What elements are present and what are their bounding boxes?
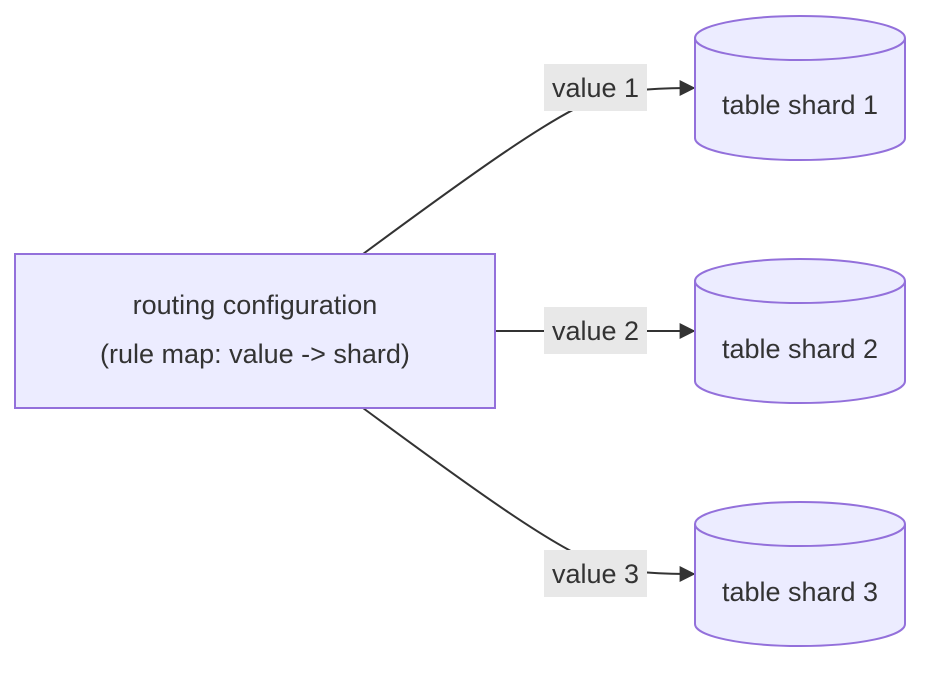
- shard-1-cylinder-body: [694, 15, 906, 161]
- table-shard-1-node: table shard 1: [694, 15, 906, 161]
- shard-3-label: table shard 3: [722, 577, 878, 607]
- edge-to-shard-3: [362, 407, 696, 582]
- shard-3-cylinder-rim: [694, 523, 906, 547]
- table-shard-2-node: table shard 2: [694, 258, 906, 404]
- router-line-1: routing configuration: [133, 290, 378, 320]
- edge-label-3: value 3: [544, 550, 647, 597]
- edge-label-2: value 2: [544, 307, 647, 354]
- table-shard-3-node: table shard 3: [694, 501, 906, 647]
- shard-1-label: table shard 1: [722, 90, 878, 120]
- edge-label-3-text: value 3: [552, 559, 639, 589]
- edge-label-2-text: value 2: [552, 316, 639, 346]
- routing-configuration-node: routing configuration (rule map: value -…: [14, 253, 496, 409]
- shard-3-cylinder-body: [694, 501, 906, 647]
- shard-1-cylinder-rim: [694, 37, 906, 61]
- edge-label-1-text: value 1: [552, 73, 639, 103]
- edge-label-1: value 1: [544, 64, 647, 111]
- shard-2-cylinder-rim: [694, 280, 906, 304]
- router-line-2: (rule map: value -> shard): [100, 339, 410, 369]
- shard-2-label: table shard 2: [722, 334, 878, 364]
- shard-2-cylinder-body: [694, 258, 906, 404]
- edge-to-shard-1: [362, 80, 696, 255]
